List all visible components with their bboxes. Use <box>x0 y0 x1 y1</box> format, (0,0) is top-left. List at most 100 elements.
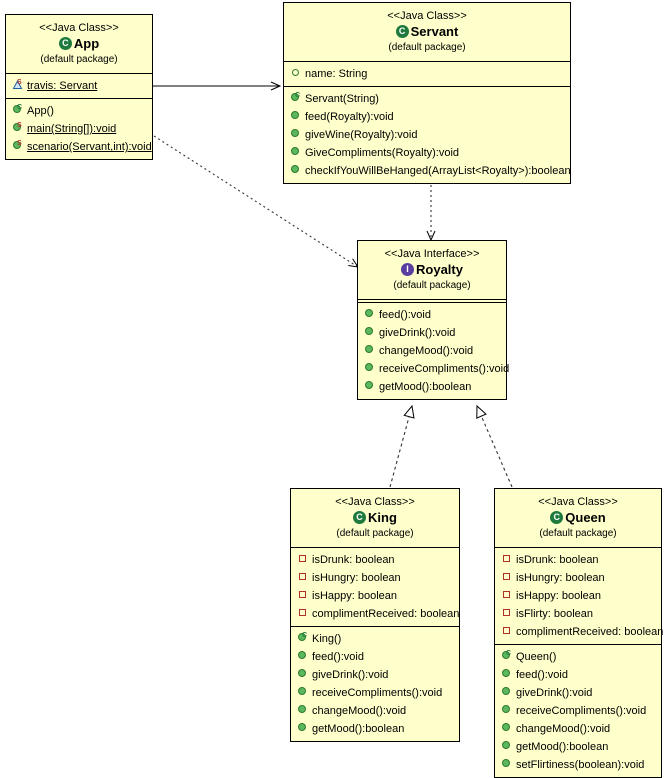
method-label: setFlirtiness(boolean):void <box>516 759 645 772</box>
methods-section-royalty: feed():void giveDrink():void changeMood(… <box>358 303 509 399</box>
java-class-icon-letter: C <box>356 512 363 523</box>
java-class-icon-letter: C <box>62 38 69 49</box>
field-row[interactable]: isHungry: boolean <box>291 569 459 587</box>
public-method-icon <box>501 668 512 679</box>
public-method-icon <box>501 740 512 751</box>
method-label: feed():void <box>516 669 568 682</box>
field-label: complimentReceived: boolean <box>312 608 460 621</box>
class-title-row: C Servant <box>288 23 566 41</box>
private-field-icon <box>297 589 308 600</box>
public-method-icon <box>297 704 308 715</box>
connector-queen-implements-royalty <box>476 404 513 488</box>
public-field-icon <box>290 67 301 78</box>
method-row[interactable]: giveWine(Royalty):void <box>284 126 570 144</box>
class-title-row: C App <box>10 35 148 53</box>
method-label: receiveCompliments():void <box>312 687 443 700</box>
method-row[interactable]: feed():void <box>495 666 661 684</box>
public-method-icon <box>297 722 308 733</box>
public-method-icon <box>501 758 512 769</box>
method-row[interactable]: setFlirtiness(boolean):void <box>495 756 661 774</box>
method-row[interactable]: changeMood():void <box>495 720 661 738</box>
java-interface-icon-letter: I <box>406 264 409 275</box>
method-label: feed():void <box>312 651 364 664</box>
method-label: getMood():boolean <box>379 381 472 394</box>
method-label: Queen() <box>516 651 557 664</box>
public-method-icon <box>290 110 301 121</box>
stereotype-label: <<Java Interface>> <box>384 248 480 260</box>
method-label: giveDrink():void <box>379 327 456 340</box>
method-row[interactable]: changeMood():void <box>358 342 506 360</box>
constructor-modifier-marker: C <box>506 650 512 658</box>
field-row[interactable]: isDrunk: boolean <box>495 551 661 569</box>
field-row[interactable]: isDrunk: boolean <box>291 551 459 569</box>
method-row[interactable]: feed():void <box>291 648 459 666</box>
method-row[interactable]: changeMood():void <box>291 702 459 720</box>
method-row[interactable]: checkIfYouWillBeHanged(ArrayList<Royalty… <box>284 162 571 180</box>
method-label: checkIfYouWillBeHanged(ArrayList<Royalty… <box>305 165 571 178</box>
class-name-label: App <box>73 36 100 51</box>
public-method-icon <box>364 308 375 319</box>
field-row[interactable]: complimentReceived: boolean <box>495 623 664 641</box>
field-row[interactable]: isHappy: boolean <box>291 587 459 605</box>
method-row[interactable]: getMood():boolean <box>358 378 506 396</box>
method-row[interactable]: getMood():boolean <box>291 720 459 738</box>
method-row[interactable]: C Servant(String) <box>284 90 570 108</box>
method-row[interactable]: giveDrink():void <box>495 684 661 702</box>
class-name-label: Servant <box>410 24 459 39</box>
method-label: scenario(Servant,int):void <box>27 141 152 154</box>
method-row[interactable]: GiveCompliments(Royalty):void <box>284 144 570 162</box>
field-label: travis: Servant <box>27 80 98 93</box>
method-row[interactable]: C Queen() <box>495 648 661 666</box>
public-method-icon <box>364 344 375 355</box>
method-label: giveWine(Royalty):void <box>305 129 418 142</box>
java-class-icon: C <box>550 511 564 525</box>
constructor-modifier-marker: C <box>295 92 301 100</box>
field-label: isDrunk: boolean <box>516 554 599 567</box>
field-label: name: String <box>305 68 368 81</box>
method-label: receiveCompliments():void <box>516 705 647 718</box>
public-method-icon <box>297 686 308 697</box>
field-row[interactable]: isHungry: boolean <box>495 569 661 587</box>
method-row[interactable]: receiveCompliments():void <box>495 702 661 720</box>
public-method-icon <box>364 326 375 337</box>
stereotype-label: <<Java Class>> <box>538 496 618 508</box>
public-constructor-icon <box>290 92 301 103</box>
method-row[interactable]: feed(Royalty):void <box>284 108 570 126</box>
method-row[interactable]: receiveCompliments():void <box>291 684 459 702</box>
methods-section-queen: C Queen() feed():void giveDrink():void re… <box>495 645 661 777</box>
method-row[interactable]: feed():void <box>358 306 506 324</box>
method-row[interactable]: getMood():boolean <box>495 738 661 756</box>
field-row[interactable]: isFlirty: boolean <box>495 605 661 623</box>
field-row[interactable]: isHappy: boolean <box>495 587 661 605</box>
field-row[interactable]: complimentReceived: boolean <box>291 605 459 623</box>
method-row[interactable]: giveDrink():void <box>358 324 506 342</box>
stereotype-label: <<Java Class>> <box>39 22 119 34</box>
field-label: complimentReceived: boolean <box>516 626 664 639</box>
method-label: Servant(String) <box>305 93 379 106</box>
field-row[interactable]: name: String <box>284 65 570 83</box>
stereotype-label: <<Java Class>> <box>387 10 467 22</box>
method-row[interactable]: receiveCompliments():void <box>358 360 509 378</box>
constructor-modifier-marker: C <box>302 632 308 640</box>
method-label: App() <box>27 105 54 118</box>
interface-title-row: I Royalty <box>362 261 502 279</box>
java-class-icon-letter: C <box>398 26 406 37</box>
interface-name-label: Royalty <box>416 262 463 277</box>
static-modifier-marker: S <box>17 140 22 148</box>
java-interface-icon: I <box>401 263 415 277</box>
method-row[interactable]: giveDrink():void <box>291 666 459 684</box>
